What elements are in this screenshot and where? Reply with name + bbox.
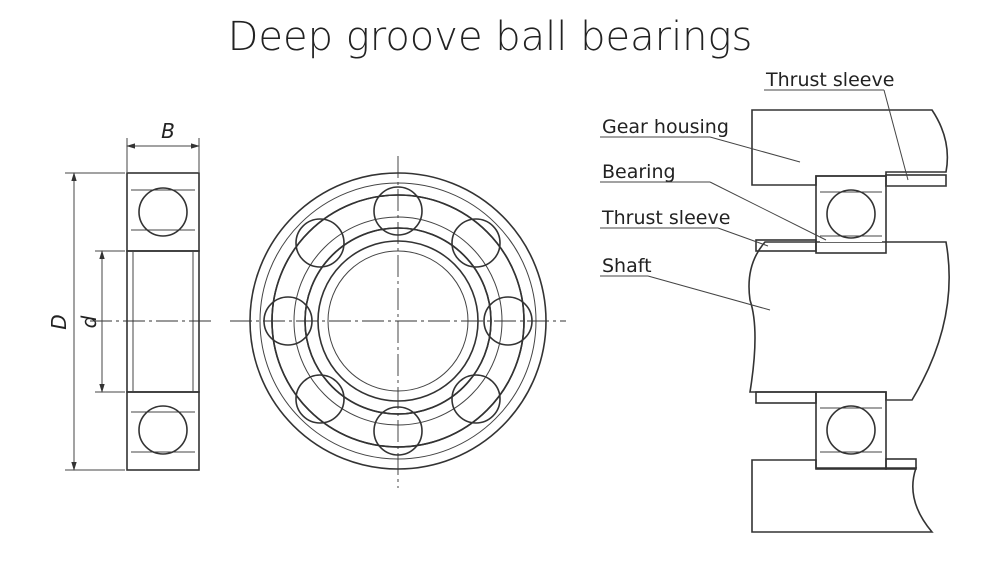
cross-section-view: B D d	[47, 119, 215, 471]
callout-gear-housing: Gear housing	[600, 116, 801, 163]
assembly-ball-bottom	[826, 405, 876, 455]
ball-top	[138, 187, 188, 237]
front-ball	[451, 374, 501, 424]
dimension-d-inner-label: d	[77, 315, 101, 328]
front-ball	[295, 218, 345, 268]
ball-bottom	[138, 405, 188, 455]
callout-bearing-label: Bearing	[602, 161, 676, 183]
front-ball	[451, 218, 501, 268]
diagram-title: Deep groove ball bearings	[228, 14, 753, 60]
callout-shaft-label: Shaft	[602, 255, 652, 277]
dimension-b-label: B	[161, 119, 175, 143]
front-view	[230, 156, 566, 488]
dimension-d-outer-label: D	[47, 314, 71, 329]
front-ball	[295, 374, 345, 424]
callout-thrust-sleeve-label: Thrust sleeve	[601, 207, 730, 229]
callout-bearing: Bearing	[600, 161, 827, 241]
callout-thrust-sleeve-top-label: Thrust sleeve	[765, 69, 894, 91]
assembly-section-view	[748, 109, 950, 533]
callout-shaft: Shaft	[600, 255, 771, 311]
callout-thrust-sleeve-top: Thrust sleeve	[764, 69, 909, 181]
callout-thrust-sleeve: Thrust sleeve	[600, 207, 769, 247]
callout-gear-housing-label: Gear housing	[602, 116, 729, 138]
assembly-ball-top	[826, 189, 876, 239]
